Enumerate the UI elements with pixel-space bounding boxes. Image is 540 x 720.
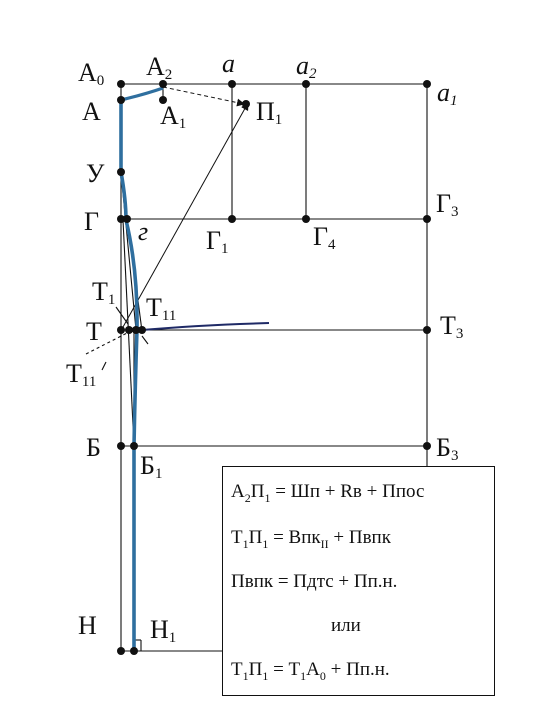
label-T3: Т3 bbox=[440, 311, 463, 342]
point-a0 bbox=[117, 80, 125, 88]
formula-a2p1: А2П1 = Шп + Rв + Ппос bbox=[231, 481, 425, 505]
label-U: У bbox=[86, 159, 105, 188]
label-a2: a2 bbox=[296, 51, 317, 82]
formula-t1p1: Т1П1 = ВпкII + Пвпк bbox=[231, 527, 391, 551]
point-T11a bbox=[132, 326, 140, 334]
point-H bbox=[117, 647, 125, 655]
label-T: Т bbox=[86, 317, 102, 346]
label-H: Н bbox=[78, 611, 97, 640]
point-G1 bbox=[228, 215, 236, 223]
t11-mark bbox=[101, 361, 107, 371]
label-G1: Г1 bbox=[206, 226, 229, 257]
point-a1-small bbox=[423, 80, 431, 88]
t1-p1-arrow bbox=[122, 102, 249, 328]
point-A bbox=[117, 96, 125, 104]
point-B3 bbox=[423, 442, 431, 450]
labels: А0 А2 a a2 a1 А А1 П1 У Г г Г1 Г4 Г3 Т1 … bbox=[66, 49, 463, 646]
label-g: г bbox=[138, 217, 148, 246]
point-T3 bbox=[423, 326, 431, 334]
label-B1: Б1 bbox=[140, 451, 162, 482]
formula-or: или bbox=[331, 615, 361, 636]
label-G4: Г4 bbox=[313, 222, 336, 253]
point-T11 bbox=[138, 326, 146, 334]
point-A1 bbox=[159, 96, 167, 104]
point-G3 bbox=[423, 215, 431, 223]
point-T bbox=[117, 326, 125, 334]
label-T11b: Т11 bbox=[66, 359, 96, 390]
label-H1: Н1 bbox=[150, 615, 176, 646]
label-a1: a1 bbox=[437, 78, 458, 109]
formula-t1p1-alt: Т1П1 = Т1А0 + Пп.н. bbox=[231, 659, 390, 683]
point-G bbox=[117, 215, 125, 223]
point-g bbox=[123, 215, 131, 223]
t11-dash bbox=[85, 331, 130, 355]
label-B: Б bbox=[86, 433, 101, 462]
points bbox=[117, 80, 431, 655]
point-a2 bbox=[159, 80, 167, 88]
label-T11: Т11 bbox=[146, 293, 176, 324]
label-A0: А0 bbox=[78, 58, 104, 89]
formula-pvpk: Пвпк = Пдтс + Пп.н. bbox=[231, 571, 398, 592]
point-a2-small bbox=[302, 80, 310, 88]
point-B1 bbox=[130, 442, 138, 450]
label-G: Г bbox=[84, 207, 99, 236]
label-A2: А2 bbox=[146, 52, 172, 83]
label-A: А bbox=[82, 97, 101, 126]
point-T1 bbox=[125, 326, 133, 334]
label-T1: Т1 bbox=[92, 277, 115, 308]
point-P1 bbox=[242, 100, 250, 108]
point-G4 bbox=[302, 215, 310, 223]
label-A1: А1 bbox=[160, 101, 186, 132]
waist-dart-curve bbox=[141, 322, 270, 331]
label-B3: Б3 bbox=[436, 433, 458, 464]
label-G3: Г3 bbox=[436, 189, 459, 220]
point-a bbox=[228, 80, 236, 88]
neck-curve bbox=[120, 86, 164, 102]
point-U bbox=[117, 168, 125, 176]
point-H1 bbox=[130, 647, 138, 655]
label-P1: П1 bbox=[256, 97, 282, 128]
center-front-curve bbox=[119, 100, 139, 651]
t-right-angle bbox=[141, 335, 149, 345]
point-B bbox=[117, 442, 125, 450]
formula-box: А2П1 = Шп + Rв + Ппос Т1П1 = ВпкII + Пвп… bbox=[222, 466, 495, 696]
label-a: a bbox=[222, 49, 235, 78]
